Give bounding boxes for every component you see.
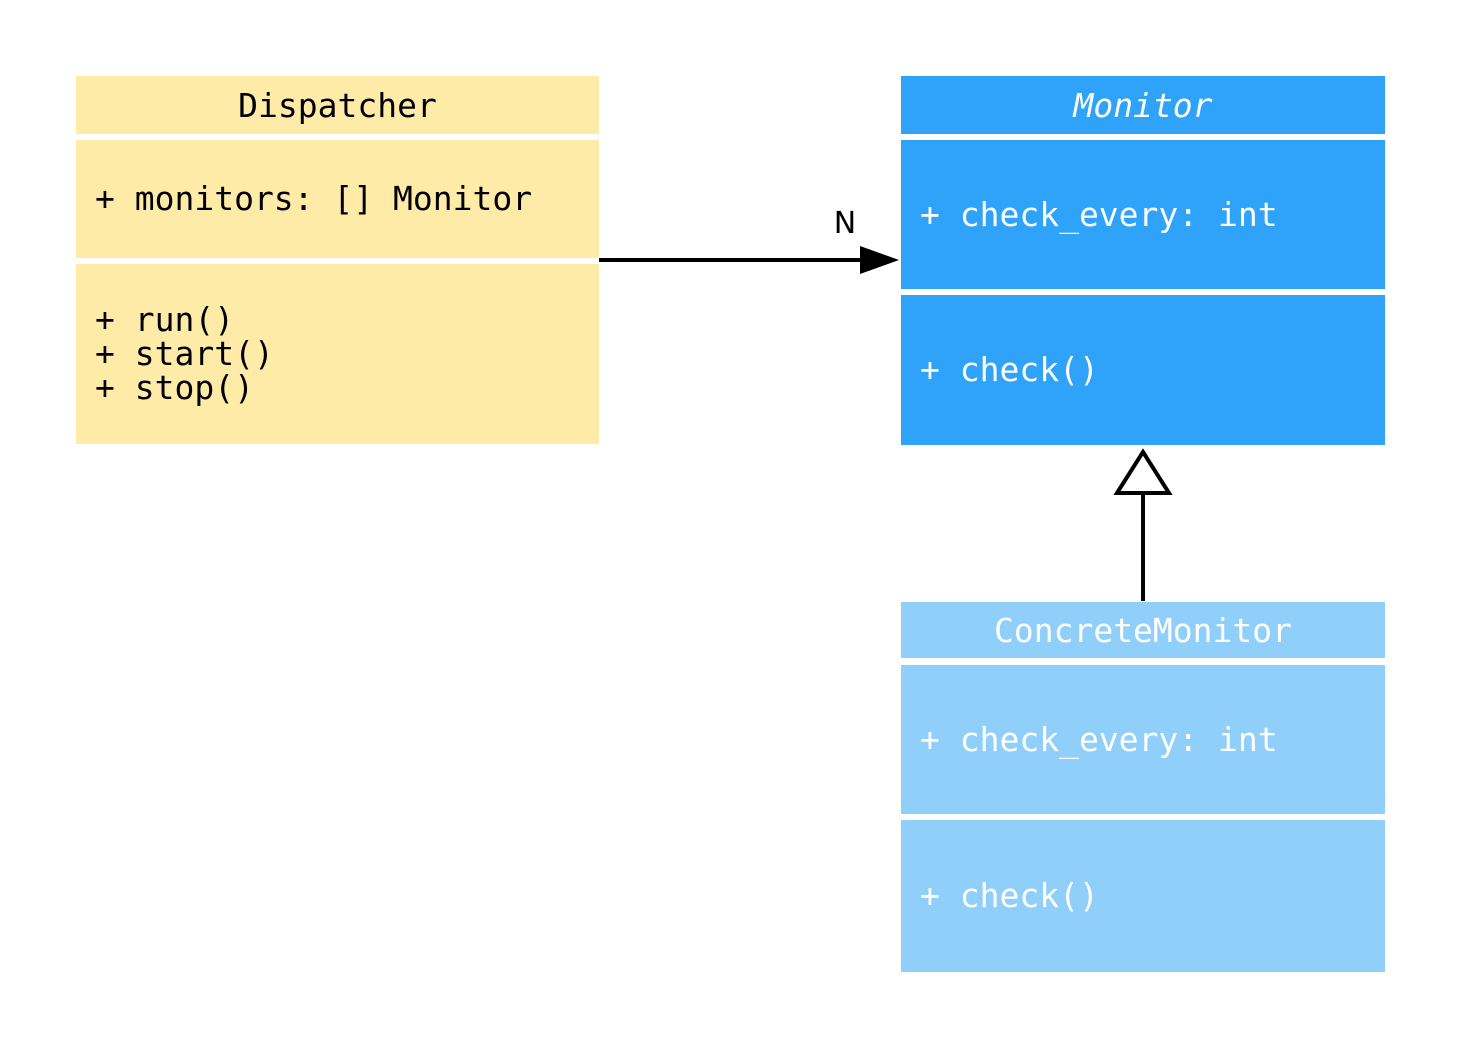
attribute-row: + check_every: int <box>920 194 1278 234</box>
method-row: + start() <box>95 334 274 373</box>
class-title-concrete-monitor: ConcreteMonitor <box>901 602 1385 658</box>
class-attributes-dispatcher: + monitors: [] Monitor <box>76 140 599 258</box>
class-title-monitor: Monitor <box>901 76 1385 134</box>
class-attributes-concrete-monitor: + check_every: int <box>901 665 1385 814</box>
method-row: + check() <box>920 876 1099 915</box>
class-box-concrete-monitor: ConcreteMonitor + check_every: int + che… <box>901 602 1385 972</box>
class-attributes-monitor: + check_every: int <box>901 140 1385 289</box>
class-methods-monitor: + check() <box>901 295 1385 445</box>
class-methods-concrete-monitor: + check() <box>901 820 1385 972</box>
attribute-row: + monitors: [] Monitor <box>95 179 533 218</box>
class-box-dispatcher: Dispatcher + monitors: [] Monitor + run(… <box>76 76 599 444</box>
class-methods-dispatcher: + run() + start() + stop() <box>76 264 599 444</box>
association-arrow <box>599 246 899 274</box>
inheritance-arrow <box>1113 448 1173 601</box>
class-title-dispatcher: Dispatcher <box>76 76 599 134</box>
method-row: + check() <box>920 350 1099 389</box>
association-multiplicity-label: N <box>833 206 857 241</box>
method-row: + stop() <box>95 368 254 407</box>
method-row: + run() <box>95 300 235 339</box>
attribute-row: + check_every: int <box>920 719 1278 759</box>
class-box-monitor: Monitor + check_every: int + check() <box>901 76 1385 445</box>
